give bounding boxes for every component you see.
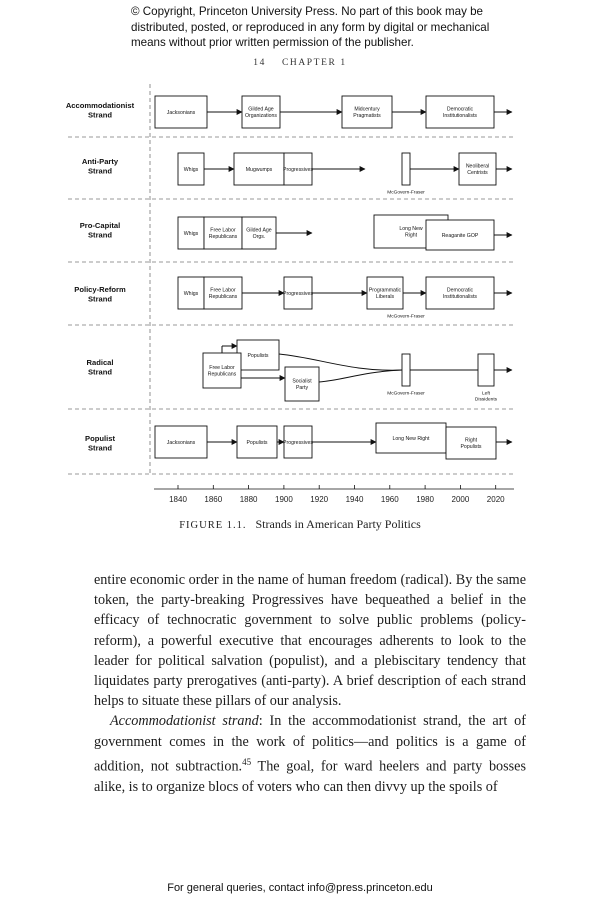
node-ap-mugwumps: Mugwumps xyxy=(233,152,285,186)
strand-separators xyxy=(68,84,514,475)
node-label: Jacksonians xyxy=(167,110,196,116)
node-pc-reaganite: Reaganite GOP xyxy=(425,219,495,251)
axis-tick-label: 1900 xyxy=(275,495,293,504)
node-pr-mcgovern: McGovern-Fraser xyxy=(387,314,425,320)
paragraph-2-end: The goal, for ward heelers and party bos… xyxy=(94,758,526,795)
node-rad-populists: Populists xyxy=(236,339,280,371)
axis-tick-label: 2020 xyxy=(487,495,505,504)
node-label: Long New Right xyxy=(393,436,430,442)
node-pop-populists: Populists xyxy=(236,425,278,459)
node-ap-mcgovern: McGovern-Fraser xyxy=(387,152,425,196)
axis-tick-label: 2000 xyxy=(452,495,470,504)
node-label: Populists xyxy=(247,353,268,359)
page-number: 14 xyxy=(253,58,266,68)
node-rad-mcgovern: McGovern-Fraser xyxy=(387,353,425,397)
axis-tick-label: 1960 xyxy=(381,495,399,504)
node-label: Jacksonians xyxy=(167,440,196,446)
axis-tick-label: 1880 xyxy=(240,495,258,504)
node-pc-whigs: Whigs xyxy=(177,216,205,250)
node-acc-jacksonians: Jacksonians xyxy=(154,95,208,129)
axis-tick-label: 1980 xyxy=(416,495,434,504)
node-label: Mugwumps xyxy=(246,167,273,173)
node-ap-progressives: Progressives xyxy=(283,152,313,186)
node-label: Reaganite GOP xyxy=(442,233,479,239)
time-axis: 1840 1860 1880 1900 1920 1940 1960 1980 2000 2020 xyxy=(154,485,514,504)
axis-tick-label: 1840 xyxy=(169,495,187,504)
axis-tick-label: 1860 xyxy=(204,495,222,504)
node-pr-whigs: Whigs xyxy=(177,276,205,310)
figure-caption: FIGURE 1.1. Strands in American Party Po… xyxy=(0,517,600,532)
node-label: Whigs xyxy=(184,231,199,237)
link-curve xyxy=(318,369,403,383)
node-label: McGovern-Fraser xyxy=(387,391,425,397)
node-pr-progressives: Progressives xyxy=(283,276,313,310)
running-head: 14 CHAPTER 1 xyxy=(0,58,600,68)
node-ap-whigs: Whigs xyxy=(177,152,205,186)
copyright-notice: © Copyright, Princeton University Press.… xyxy=(131,5,490,50)
paragraph-2: Accommodationist strand: In the accommod… xyxy=(94,711,526,797)
node-pop-jacksonians: Jacksonians xyxy=(154,425,208,459)
body-text: entire economic order in the name of hum… xyxy=(94,570,526,797)
node-label: Progressives xyxy=(283,167,313,173)
axis-tick-label: 1940 xyxy=(346,495,364,504)
paragraph-1: entire economic order in the name of hum… xyxy=(94,572,526,710)
axis-tick-label: 1920 xyxy=(310,495,328,504)
paragraph-2-italic: Accommodationist strand xyxy=(110,713,259,730)
node-label: Progressives xyxy=(283,291,313,297)
footnote-ref: 45 xyxy=(242,756,252,767)
node-label: McGovern-Fraser xyxy=(387,314,425,320)
node-pop-progressives: Progressives xyxy=(283,425,313,459)
node-label: Whigs xyxy=(184,167,199,173)
footer-contact: For general queries, contact info@press.… xyxy=(167,882,433,894)
node-label: Populists xyxy=(246,440,267,446)
node-label: Whigs xyxy=(184,291,199,297)
figure-caption-label: FIGURE 1.1. xyxy=(179,520,247,531)
node-label: McGovern-Fraser xyxy=(387,190,425,196)
node-label: Progressives xyxy=(283,440,313,446)
node-pop-longnewright: Long New Right xyxy=(375,422,447,454)
paragraph-2-text: : In the accommodationist strand, the ar… xyxy=(94,713,526,775)
figure-caption-title: Strands in American Party Politics xyxy=(255,517,421,531)
link-curve xyxy=(278,353,403,371)
chapter-label: CHAPTER 1 xyxy=(281,58,347,68)
